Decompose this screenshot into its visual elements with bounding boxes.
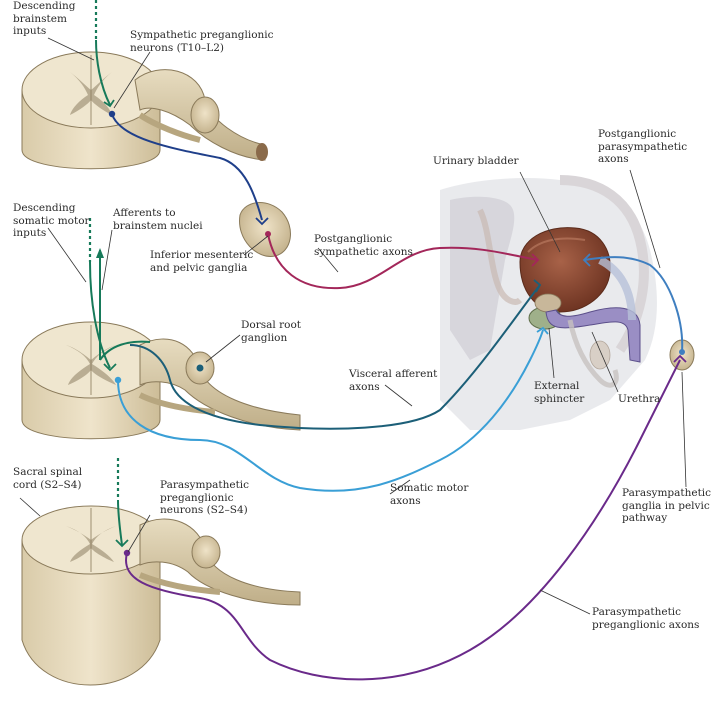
descending-somatic-motor-pathway bbox=[88, 218, 117, 372]
label-afferents-to-brainstem-nuclei: Afferents to brainstem nuclei bbox=[113, 207, 203, 232]
spinal-cord-sacral-bottom bbox=[21, 505, 301, 686]
leader-lines bbox=[19, 37, 687, 615]
descending-input-bottom bbox=[115, 458, 129, 548]
descending-brainstem-pathway bbox=[94, 0, 115, 108]
label-urethra: Urethra bbox=[618, 393, 661, 405]
spinal-cord-sacral-middle bbox=[21, 321, 301, 440]
sympathetic-preganglionic-pathway bbox=[108, 110, 269, 226]
label-descending-brainstem-inputs: Descending brainstem inputs bbox=[13, 0, 76, 37]
label-descending-somatic-motor-inputs: Descending somatic motor inputs bbox=[13, 202, 90, 239]
label-somatic-motor-axons: Somatic motor axons bbox=[390, 482, 469, 507]
label-parasympathetic-ganglia-pelvic: Parasympathetic ganglia in pelvic pathwa… bbox=[622, 487, 712, 524]
label-sympathetic-preganglionic-neurons: Sympathetic preganglionic neurons (T10–L… bbox=[130, 29, 274, 54]
urinary-bladder bbox=[519, 227, 611, 313]
spinal-cord-thoracolumbar bbox=[21, 51, 268, 170]
label-external-sphincter: External sphincter bbox=[534, 380, 585, 405]
label-parasympathetic-preganglionic-axons: Parasympathetic preganglionic axons bbox=[592, 606, 700, 631]
sympathetic-postganglionic-pathway bbox=[265, 231, 540, 290]
label-parasympathetic-preganglionic-neurons: Parasympathetic preganglionic neurons (S… bbox=[160, 479, 250, 516]
label-inferior-mesenteric-pelvic-ganglia: Inferior mesenteric and pelvic ganglia bbox=[150, 249, 254, 274]
visceral-afferent-pathway bbox=[129, 279, 542, 430]
label-urinary-bladder: Urinary bladder bbox=[433, 155, 519, 167]
label-sacral-spinal-cord: Sacral spinal cord (S2–S4) bbox=[13, 466, 83, 491]
label-postganglionic-sympathetic-axons: Postganglionic sympathetic axons bbox=[314, 233, 413, 258]
afferents-to-brainstem-pathway bbox=[96, 248, 151, 361]
label-postganglionic-parasympathetic-axons: Postganglionic parasympathetic axons bbox=[598, 128, 688, 165]
inferior-mesenteric-ganglion bbox=[239, 202, 291, 257]
somatic-motor-pathway bbox=[114, 326, 549, 492]
label-dorsal-root-ganglion: Dorsal root ganglion bbox=[241, 319, 301, 344]
prostate bbox=[534, 293, 562, 313]
parasympathetic-postganglionic-pathway bbox=[582, 253, 685, 355]
label-visceral-afferent-axons: Visceral afferent axons bbox=[349, 368, 438, 393]
